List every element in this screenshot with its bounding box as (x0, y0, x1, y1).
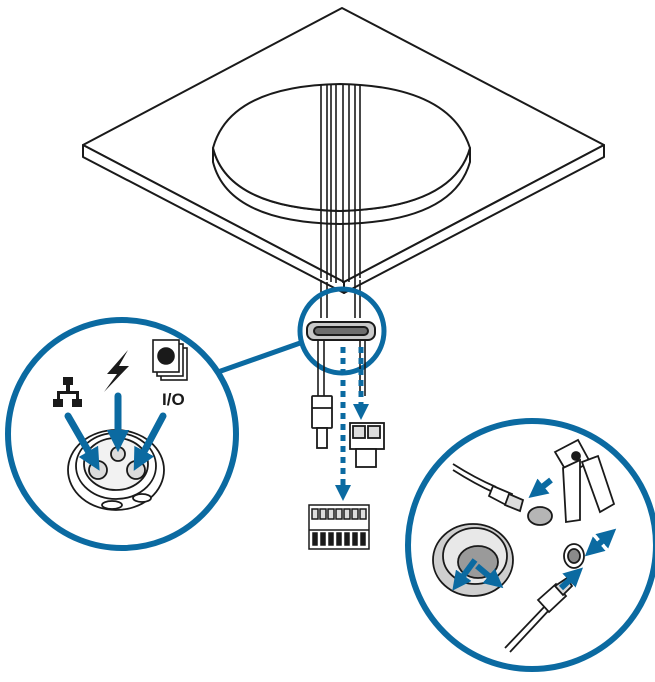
io-terminal-block (308, 504, 370, 550)
crimp-arrow (528, 477, 553, 498)
zoom-connector-line (217, 339, 304, 375)
connector-detail-zoom: I/O (5, 317, 239, 551)
rj45-plug (311, 395, 333, 449)
ethernet-cable (452, 463, 525, 513)
cable-sleeve (504, 543, 585, 653)
cable-bundle (320, 85, 361, 318)
network-icon (53, 377, 82, 407)
power-icon (104, 350, 129, 392)
cable-gland (306, 321, 376, 341)
io-device-icon (152, 339, 188, 381)
pin-arrows (64, 392, 167, 471)
power-terminal-plug (349, 422, 385, 468)
plate-arrows (452, 558, 504, 591)
routing-arrows (334, 347, 370, 502)
seal-cap (527, 506, 553, 526)
mounting-hole (212, 83, 471, 225)
crimp-tool-icon (553, 438, 616, 524)
sleeve-arrows (558, 528, 617, 591)
cable-assembly-zoom (405, 418, 655, 672)
io-label: I/O (162, 390, 185, 409)
